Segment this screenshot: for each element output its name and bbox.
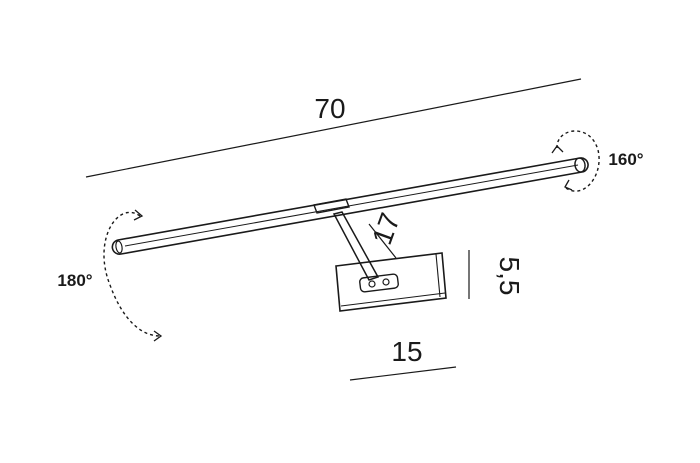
right-rotation-label: 160° (608, 150, 643, 169)
base-width-label: 15 (391, 336, 422, 367)
length-dimension-line (85, 78, 582, 178)
bar-clip (313, 198, 350, 214)
base-width-dimension-line (349, 366, 457, 381)
left-rotation-arrow (103, 209, 163, 342)
arm-label: 17 (366, 209, 406, 249)
left-rotation-label: 180° (57, 271, 92, 290)
arm-dimension-line (368, 223, 397, 259)
right-rotation-arrow (551, 130, 600, 192)
length-label: 70 (314, 93, 345, 124)
lamp-bar (111, 157, 589, 255)
wall-base (335, 252, 447, 312)
lamp-arm (332, 211, 380, 281)
base-height-label: 5,5 (494, 257, 525, 296)
